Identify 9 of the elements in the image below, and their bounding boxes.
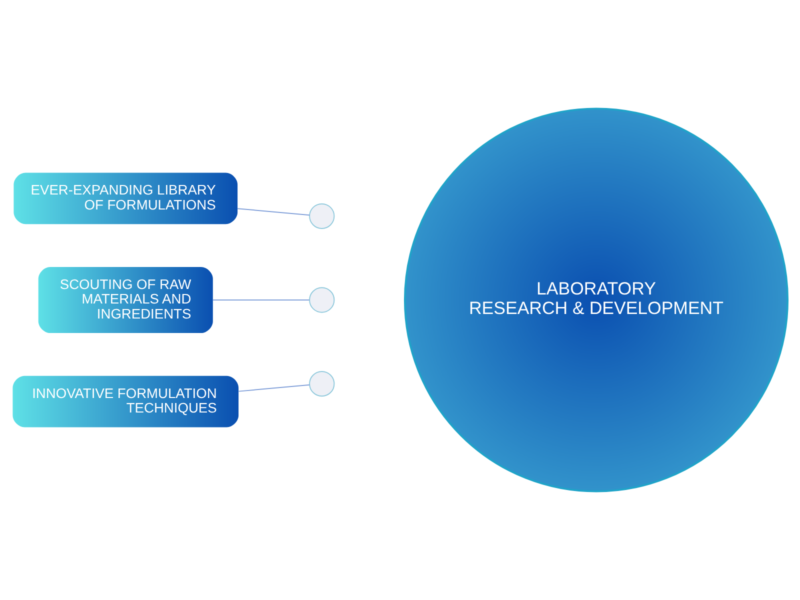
node-box: SCOUTING OF RAW MATERIALS AND INGREDIENTS: [38, 266, 213, 334]
node-circle: [309, 203, 335, 229]
node-box: INNOVATIVE FORMULATION TECHNIQUES: [12, 376, 239, 428]
connector: [237, 208, 310, 216]
node-circle: LABORATORY RESEARCH & DEVELOPMENT: [404, 108, 789, 492]
node-circle: [309, 287, 335, 313]
node-box: EVER-EXPANDING LIBRARY OF FORMULATIONS: [14, 172, 238, 224]
connector: [238, 384, 310, 392]
node-circle: [309, 371, 335, 397]
